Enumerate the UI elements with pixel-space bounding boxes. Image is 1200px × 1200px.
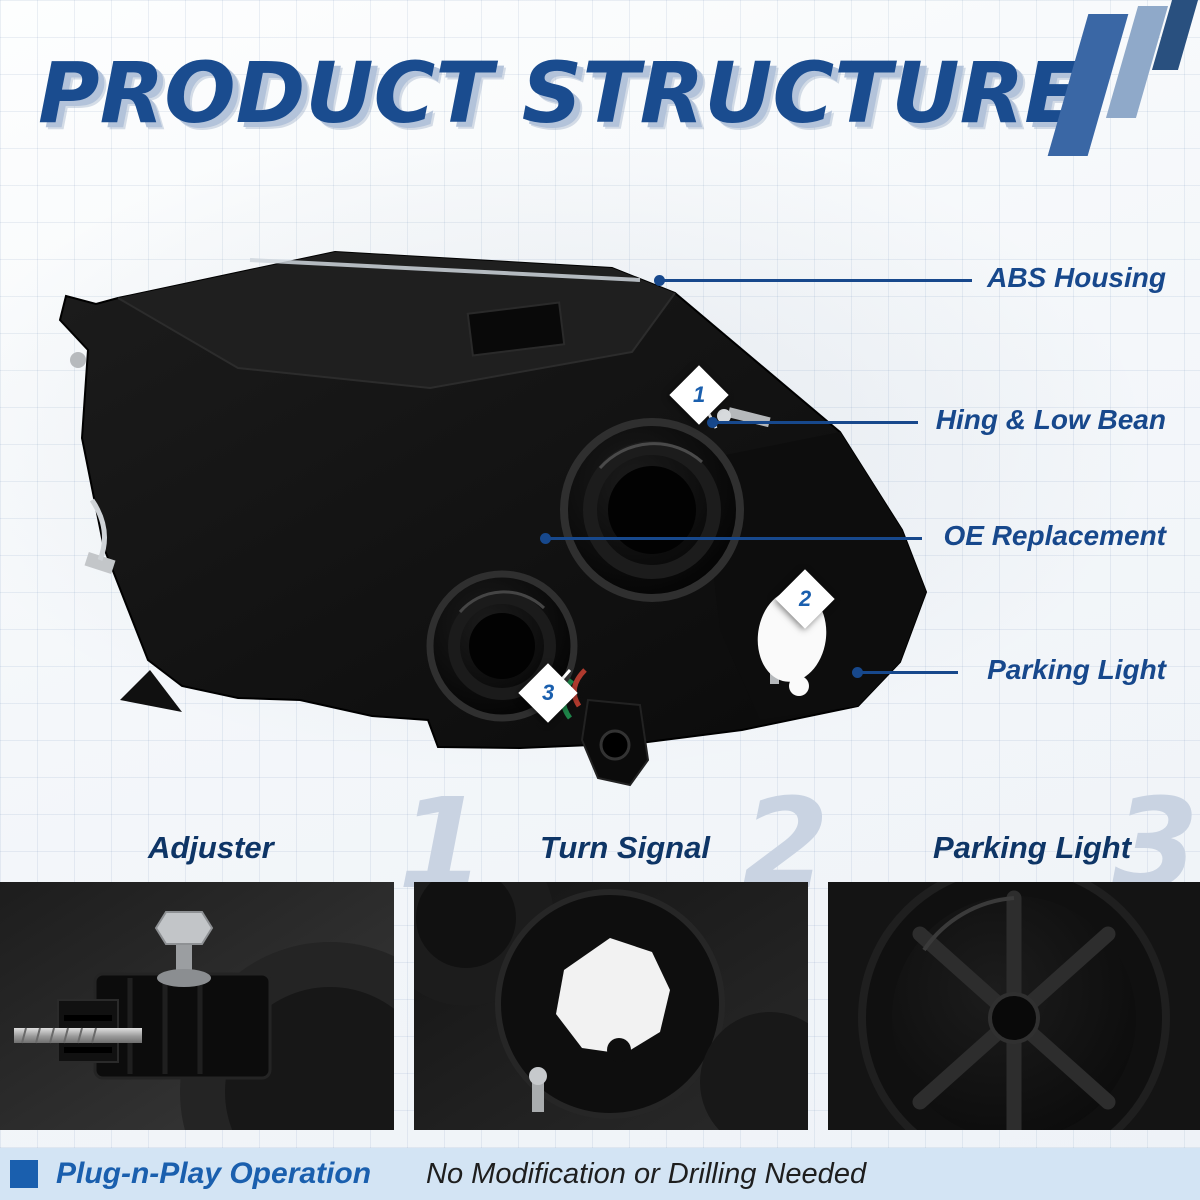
plug-n-play-label: Plug-n-Play Operation bbox=[56, 1157, 372, 1190]
photo-adjuster-closeup bbox=[0, 882, 394, 1130]
callout-line-oe-replacement bbox=[546, 537, 922, 540]
callout-dot-abs-housing bbox=[654, 275, 665, 286]
footer-accent-square bbox=[10, 1160, 38, 1188]
marker-number-3: 3 bbox=[541, 680, 555, 705]
callout-dot-hing-low-bean bbox=[707, 417, 718, 428]
marker-number-2: 2 bbox=[798, 586, 812, 611]
callout-label-parking-light: Parking Light bbox=[987, 654, 1166, 685]
photo-parking-light-closeup bbox=[828, 882, 1200, 1130]
headlight-product-photo bbox=[58, 250, 928, 787]
photo-turn-signal-closeup bbox=[414, 882, 808, 1130]
callout-dot-oe-replacement bbox=[540, 533, 551, 544]
page-title: PRODUCT STRUCTURE bbox=[38, 44, 1082, 142]
callout-line-abs-housing bbox=[660, 279, 972, 282]
feature-label-parking-light: Parking Light bbox=[933, 830, 1132, 865]
callout-dot-parking-light bbox=[852, 667, 863, 678]
callout-line-parking-light bbox=[858, 671, 958, 674]
callout-label-oe-replacement: OE Replacement bbox=[943, 520, 1166, 551]
feature-label-adjuster: Adjuster bbox=[148, 830, 274, 865]
marker-number-1: 1 bbox=[692, 382, 706, 407]
footer-description: No Modification or Drilling Needed bbox=[426, 1157, 867, 1190]
callout-label-hing-low-bean: Hing & Low Bean bbox=[935, 404, 1166, 435]
footer-bar: Plug-n-Play Operation No Modification or… bbox=[0, 1148, 1200, 1200]
callout-label-abs-housing: ABS Housing bbox=[987, 262, 1166, 293]
low-beam-lens bbox=[560, 418, 744, 602]
corner-accent-bars bbox=[1047, 0, 1200, 170]
callout-line-hing-low-bean bbox=[713, 421, 918, 424]
feature-label-turn-signal: Turn Signal bbox=[540, 830, 710, 865]
